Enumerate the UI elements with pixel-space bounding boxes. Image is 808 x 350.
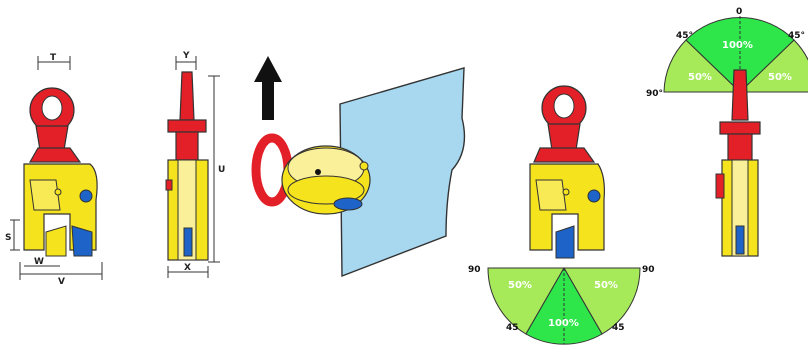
clamp-load-bottom <box>529 85 605 259</box>
pct-top-left-label: 50% <box>688 72 712 83</box>
dimension-x-label: X <box>184 263 191 273</box>
angle-right-top: 90 <box>642 265 655 275</box>
angle-top-left-90: 90° <box>646 89 663 99</box>
clamp-front-view: T S W V <box>5 53 103 287</box>
clamp-side-view: Y U X <box>165 51 225 278</box>
pct-left-label: 50% <box>508 280 532 291</box>
pct-top-right-label: 50% <box>768 72 792 83</box>
clamp-side-load-top <box>715 69 761 257</box>
angle-top-zero: 0 <box>736 7 742 17</box>
up-arrow-icon <box>254 56 282 120</box>
angle-top-right-45: 45° <box>788 31 805 41</box>
plate-lifting-illustration <box>251 67 466 278</box>
angle-right-bottom: 45 <box>612 323 625 333</box>
pct-right-label: 50% <box>594 280 618 291</box>
load-capacity-chart-bottom: 50% 50% 100% 90 90 45 45 <box>468 265 655 345</box>
angle-left-bottom: 45 <box>506 323 519 333</box>
dimension-t-label: T <box>50 53 57 63</box>
dimension-y-label: Y <box>182 51 190 61</box>
angle-top-left-45: 45° <box>676 31 693 41</box>
dimension-u-label: U <box>218 165 225 175</box>
load-capacity-chart-top: 100% 50% 50% 0 45° 45° 90° <box>646 7 808 99</box>
dimension-w-label: W <box>34 257 44 267</box>
dimension-s-label: S <box>5 233 11 243</box>
pct-top-center-label: 100% <box>722 40 753 51</box>
steel-plate <box>339 67 466 278</box>
pct-center-label: 100% <box>548 318 579 329</box>
dimension-v-label: V <box>58 277 65 287</box>
angle-left-top: 90 <box>468 265 481 275</box>
